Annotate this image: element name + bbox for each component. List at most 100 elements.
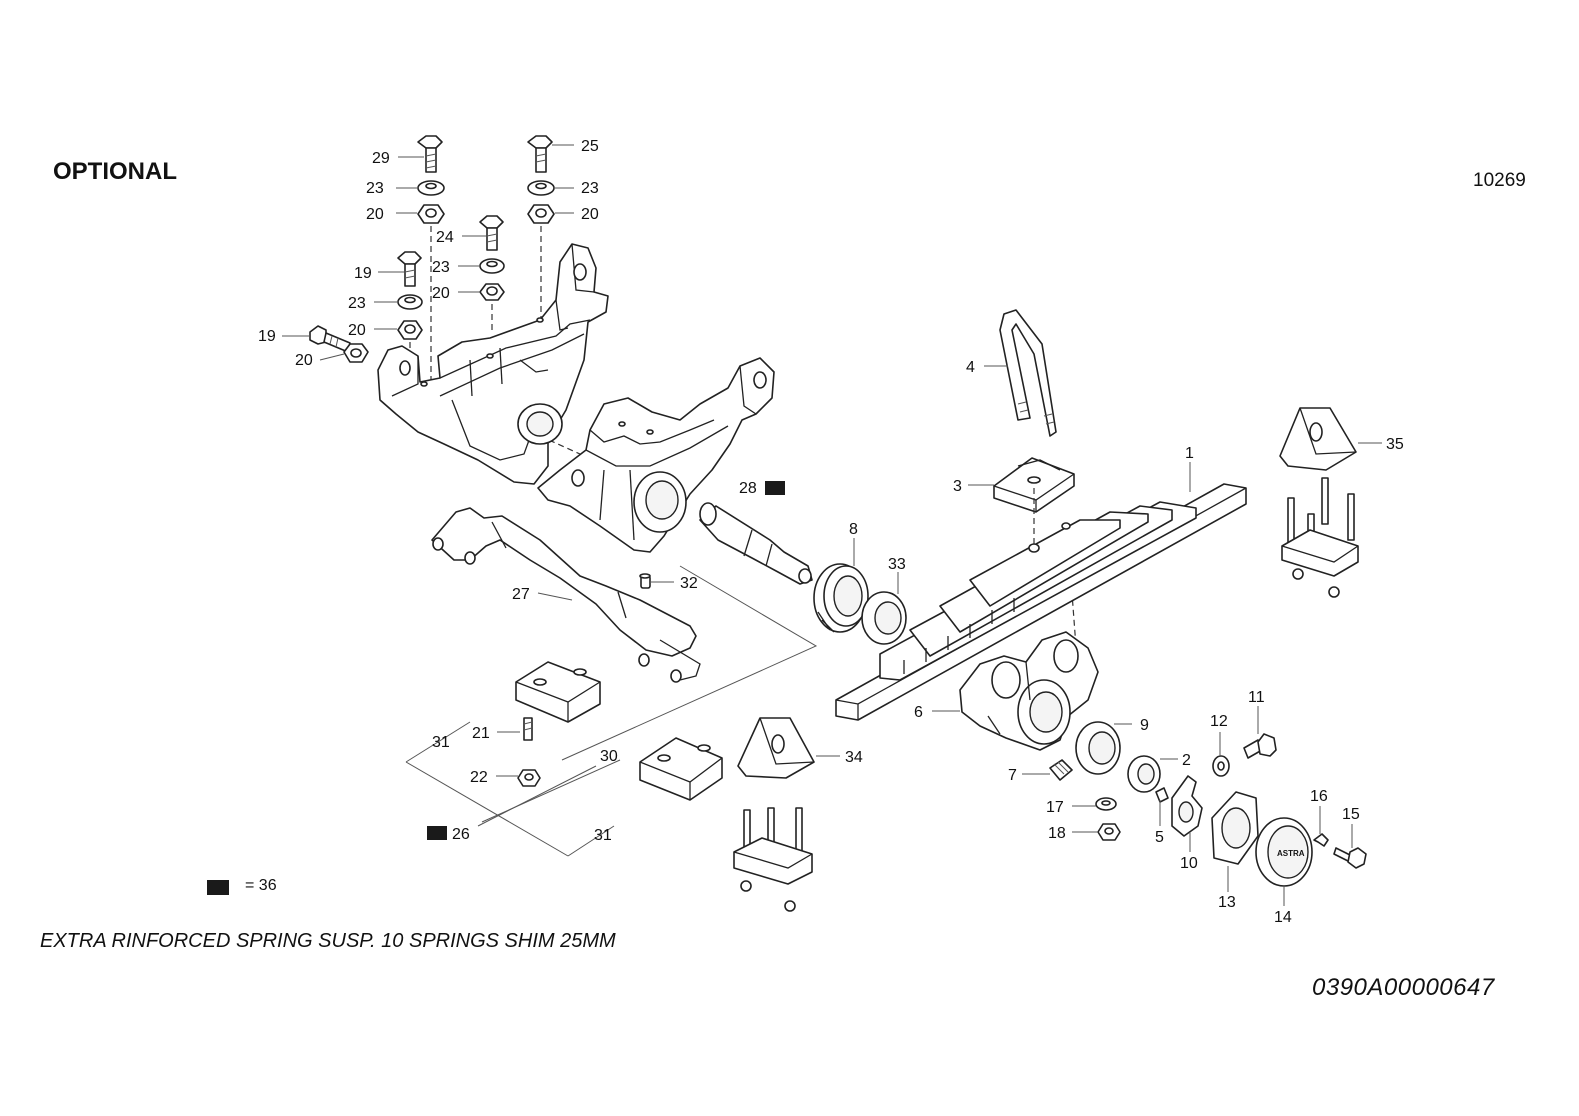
hub-cap-brand-label: ASTRA — [1277, 849, 1305, 858]
callout-10: 10 — [1180, 855, 1198, 872]
callout-16: 16 — [1310, 788, 1328, 805]
callout-19-horizontal: 19 — [258, 328, 276, 345]
callout-14: 14 — [1274, 909, 1292, 926]
sheet-number: 10269 — [1473, 170, 1526, 191]
callout-27: 27 — [512, 586, 530, 603]
axle-shaft-28[interactable] — [699, 502, 813, 585]
callout-20-mid: 20 — [432, 285, 450, 302]
u-bolt-4[interactable] — [999, 309, 1057, 437]
nut-20-left[interactable] — [417, 204, 445, 224]
callout-2: 2 — [1182, 752, 1191, 769]
washer-23-left[interactable] — [417, 180, 445, 196]
legend-label: = 36 — [245, 877, 277, 894]
clip-16[interactable] — [1313, 833, 1329, 847]
bolt-19-horizontal[interactable] — [309, 325, 351, 353]
diagram-caption: EXTRA RINFORCED SPRING SUSP. 10 SPRINGS … — [40, 930, 616, 952]
callout-6: 6 — [914, 704, 923, 721]
callout-35: 35 — [1386, 436, 1404, 453]
bearing-9[interactable] — [1075, 721, 1121, 775]
callout-9: 9 — [1140, 717, 1149, 734]
callout-33: 33 — [888, 556, 906, 573]
callout-20-left: 20 — [366, 206, 384, 223]
lock-plate-10[interactable] — [1171, 775, 1203, 837]
callout-13: 13 — [1218, 894, 1236, 911]
spring-clip-assembly-upper[interactable] — [1281, 477, 1359, 598]
callout-34: 34 — [845, 749, 863, 766]
callout-21: 21 — [472, 725, 490, 742]
callout-30: 30 — [600, 748, 618, 765]
bolt-19-vertical[interactable] — [397, 251, 422, 287]
bolt-29[interactable] — [417, 135, 443, 173]
callout-31-lower: 31 — [594, 827, 612, 844]
callout-28-marker — [765, 481, 785, 495]
callout-3: 3 — [953, 478, 962, 495]
callout-29: 29 — [372, 150, 390, 167]
plug-7[interactable] — [1049, 759, 1073, 781]
callout-7: 7 — [1008, 767, 1017, 784]
axle-bracket-right[interactable] — [537, 357, 775, 553]
bolt-25[interactable] — [527, 135, 553, 173]
nut-20-mid[interactable] — [479, 283, 505, 301]
callout-25: 25 — [581, 138, 599, 155]
legend-swatch — [207, 880, 229, 895]
pad-3[interactable] — [993, 457, 1075, 513]
seal-ring-8[interactable] — [813, 563, 869, 633]
callout-24: 24 — [436, 229, 454, 246]
plug-11[interactable] — [1243, 733, 1277, 759]
bolt-24[interactable] — [479, 215, 504, 251]
seal-ring-33[interactable] — [861, 591, 907, 645]
washer-12[interactable] — [1212, 755, 1230, 777]
callout-32: 32 — [680, 575, 698, 592]
nut-18[interactable] — [1097, 823, 1121, 841]
leaf-spring-1[interactable] — [835, 483, 1247, 721]
callout-28: 28 — [739, 480, 757, 497]
callout-26-marker — [427, 826, 447, 840]
screw-15[interactable] — [1333, 847, 1367, 869]
callout-8: 8 — [849, 521, 858, 538]
washer-23-low[interactable] — [397, 294, 423, 310]
saddle-31-lower[interactable] — [639, 737, 723, 801]
diagram-heading: OPTIONAL — [53, 158, 177, 185]
callout-31-upper: 31 — [432, 734, 450, 751]
callout-26: 26 — [452, 826, 470, 843]
callout-23-low: 23 — [348, 295, 366, 312]
hub-carrier-6[interactable] — [959, 631, 1099, 751]
callout-11: 11 — [1248, 689, 1265, 706]
bump-stop-35[interactable] — [1279, 407, 1357, 471]
stud-21[interactable] — [523, 717, 533, 741]
callout-5: 5 — [1155, 829, 1164, 846]
callout-22: 22 — [470, 769, 488, 786]
callout-23-left: 23 — [366, 180, 384, 197]
callout-20-side: 20 — [295, 352, 313, 369]
pin-5[interactable] — [1155, 787, 1169, 803]
gasket-13[interactable] — [1211, 791, 1259, 865]
nut-22[interactable] — [517, 769, 541, 787]
callout-19-vertical: 19 — [354, 265, 372, 282]
callout-17: 17 — [1046, 799, 1064, 816]
bump-stop-34[interactable] — [737, 717, 815, 779]
ring-2[interactable] — [1127, 755, 1161, 793]
axle-bracket-left[interactable] — [377, 243, 609, 485]
callout-4: 4 — [966, 359, 975, 376]
nut-20-right[interactable] — [527, 204, 555, 224]
document-number: 0390A00000647 — [1312, 974, 1495, 1001]
nut-20-side[interactable] — [343, 343, 369, 363]
nut-20-low[interactable] — [397, 320, 423, 340]
washer-17[interactable] — [1095, 797, 1117, 811]
callout-20-right: 20 — [581, 206, 599, 223]
callout-23-mid: 23 — [432, 259, 450, 276]
callout-18: 18 — [1048, 825, 1066, 842]
torque-rod-27[interactable] — [431, 507, 701, 683]
pin-32[interactable] — [639, 573, 651, 589]
callout-20-low: 20 — [348, 322, 366, 339]
spring-clip-assembly-lower[interactable] — [733, 807, 813, 912]
callout-1: 1 — [1185, 445, 1194, 462]
callout-23-right: 23 — [581, 180, 599, 197]
washer-23-mid[interactable] — [479, 258, 505, 274]
washer-23-right[interactable] — [527, 180, 555, 196]
hub-cap-14[interactable]: ASTRA — [1255, 817, 1313, 887]
callout-15: 15 — [1342, 806, 1360, 823]
callout-12: 12 — [1210, 713, 1228, 730]
saddle-31-upper[interactable] — [515, 661, 601, 723]
